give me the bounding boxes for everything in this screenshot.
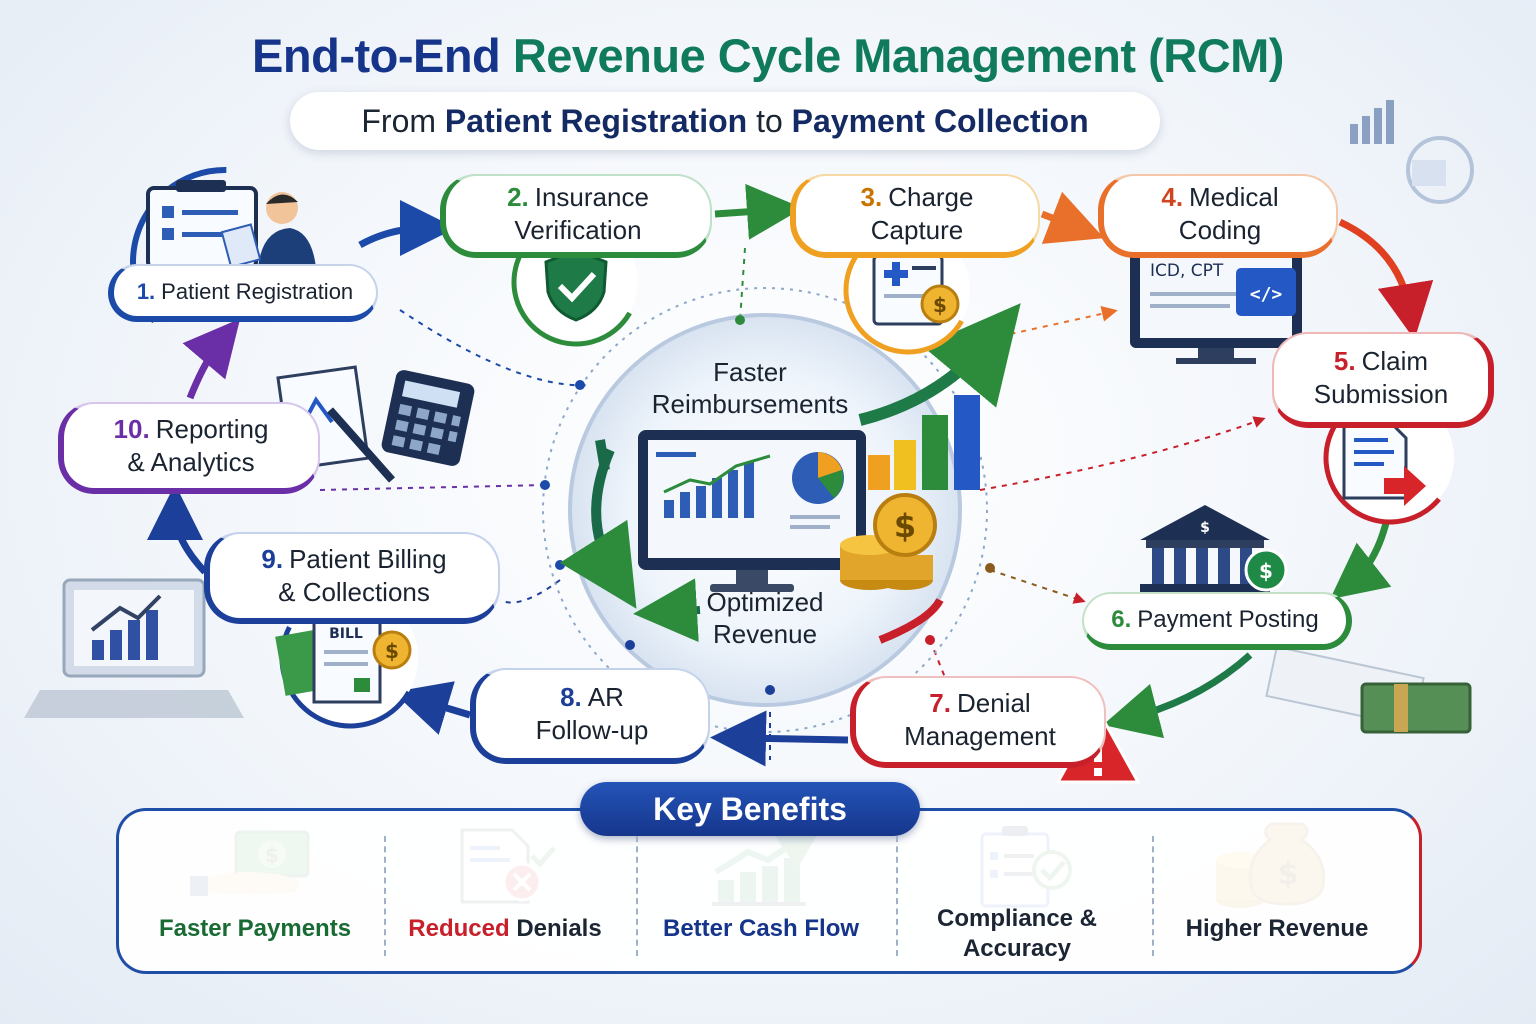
bank-dollar-icon: $ $ xyxy=(1140,505,1288,592)
center-top-line1: Faster xyxy=(713,357,787,387)
svg-text:$: $ xyxy=(385,639,399,663)
step-label-line2: Submission xyxy=(1313,379,1449,409)
svg-text:$: $ xyxy=(1200,520,1210,536)
center-bars-icon xyxy=(868,395,980,490)
corner-chart-decoration xyxy=(1350,100,1474,204)
step-label-line2: & Collections xyxy=(278,577,430,607)
step-number: 9. xyxy=(261,544,284,574)
bill-icon: BILL $ xyxy=(275,587,421,729)
benefit-higher-revenue: Higher Revenue xyxy=(1185,915,1369,942)
title-part2: Revenue Cycle Management (RCM) xyxy=(512,29,1285,82)
clipboard-person-icon xyxy=(130,167,320,357)
bill-icon-text: BILL xyxy=(329,626,363,642)
center-top-line2: Reimbursements xyxy=(651,389,849,419)
flow-arrows xyxy=(147,183,1434,767)
subtitle-end: Payment Collection xyxy=(791,103,1089,139)
step-label: Insurance xyxy=(534,182,649,212)
monitor-code-icon: ICD, CPT </> xyxy=(1130,246,1302,364)
step-label: Denial xyxy=(956,688,1031,718)
step-label: Charge xyxy=(888,182,974,212)
step-label: Medical xyxy=(1189,182,1279,212)
title-part1: End-to-End xyxy=(252,29,501,82)
step-number: 1. xyxy=(136,278,156,304)
step-label-line2: Verification xyxy=(514,215,642,245)
laptop-chart-icon xyxy=(24,578,244,718)
svg-text:$: $ xyxy=(894,507,916,545)
step-label: Patient Billing xyxy=(289,544,447,574)
step-number: 5. xyxy=(1333,346,1356,376)
step-patient-billing: 9.Patient Billing & Collections xyxy=(204,532,500,624)
page-title: End-to-End Revenue Cycle Management (RCM… xyxy=(0,28,1536,83)
step-charge-capture: 3.Charge Capture xyxy=(790,174,1040,258)
subtitle-from: From xyxy=(361,103,437,139)
step-number: 10. xyxy=(113,414,150,444)
step-label-line2: & Analytics xyxy=(127,447,255,477)
step-number: 7. xyxy=(929,688,951,718)
step-label-line2: Follow-up xyxy=(535,715,649,745)
step-number: 6. xyxy=(1111,605,1132,633)
step-patient-registration: 1.Patient Registration xyxy=(108,264,378,322)
benefit-divider xyxy=(1152,836,1154,956)
benefit-divider xyxy=(384,836,386,956)
svg-text:$: $ xyxy=(1259,559,1273,583)
step-reporting-analytics: 10.Reporting & Analytics xyxy=(58,402,320,494)
subtitle-to: to xyxy=(756,103,783,139)
stacked-cash-icon xyxy=(1265,645,1472,734)
step-label-line2: Coding xyxy=(1178,215,1262,245)
benefit-divider xyxy=(636,836,638,956)
medical-card-coin-icon: $ xyxy=(843,225,973,355)
step-insurance-verification: 2.Insurance Verification xyxy=(440,174,712,258)
benefit-label-line2: Accuracy xyxy=(962,935,1072,962)
svg-text:</>: </> xyxy=(1250,284,1283,305)
benefit-label-a: Reduced xyxy=(408,915,510,942)
benefit-label-line1: Compliance & xyxy=(936,905,1098,932)
center-bottom-line1: Optimized xyxy=(706,587,824,617)
center-bottom-line2: Revenue xyxy=(712,619,818,649)
step-number: 8. xyxy=(560,682,582,712)
step-label: Payment Posting xyxy=(1137,605,1319,633)
step-label-line2: Management xyxy=(904,721,1056,751)
step-label: Patient Registration xyxy=(161,278,354,304)
center-bottom-caption: Optimized Revenue xyxy=(640,586,890,650)
step-claim-submission: 5.Claim Submission xyxy=(1272,332,1494,428)
step-ar-follow-up: 8.AR Follow-up xyxy=(470,668,710,764)
step-number: 4. xyxy=(1161,182,1184,212)
svg-text:$: $ xyxy=(933,293,947,317)
coding-screen-text: ICD, CPT xyxy=(1150,261,1224,281)
center-top-caption: Faster Reimbursements xyxy=(620,356,880,420)
step-payment-posting: 6.Payment Posting xyxy=(1082,592,1352,650)
step-label: Reporting xyxy=(155,414,269,444)
benefit-label-b: Denials xyxy=(516,915,602,942)
subtitle: From Patient Registration to Payment Col… xyxy=(290,92,1160,150)
benefit-reduced-denials: Reduced Denials xyxy=(380,914,630,944)
step-medical-coding: 4.Medical Coding xyxy=(1098,174,1338,258)
step-number: 3. xyxy=(860,182,883,212)
benefit-compliance-accuracy: Compliance & Accuracy xyxy=(892,904,1142,964)
step-label: Claim xyxy=(1361,346,1429,376)
calculator-pen-icon xyxy=(276,365,475,483)
center-monitor-icon xyxy=(638,430,866,592)
center-coins-icon: $ xyxy=(840,493,937,590)
step-number: 2. xyxy=(507,182,529,212)
key-benefits-heading: Key Benefits xyxy=(580,782,920,836)
step-label: AR xyxy=(587,682,624,712)
benefit-better-cash-flow: Better Cash Flow xyxy=(662,915,860,942)
step-denial-management: 7.Denial Management xyxy=(850,676,1106,768)
benefit-faster-payments: Faster Payments xyxy=(158,915,352,942)
subtitle-start: Patient Registration xyxy=(444,103,748,139)
step-label-line2: Capture xyxy=(870,215,964,245)
benefit-divider xyxy=(896,836,898,956)
